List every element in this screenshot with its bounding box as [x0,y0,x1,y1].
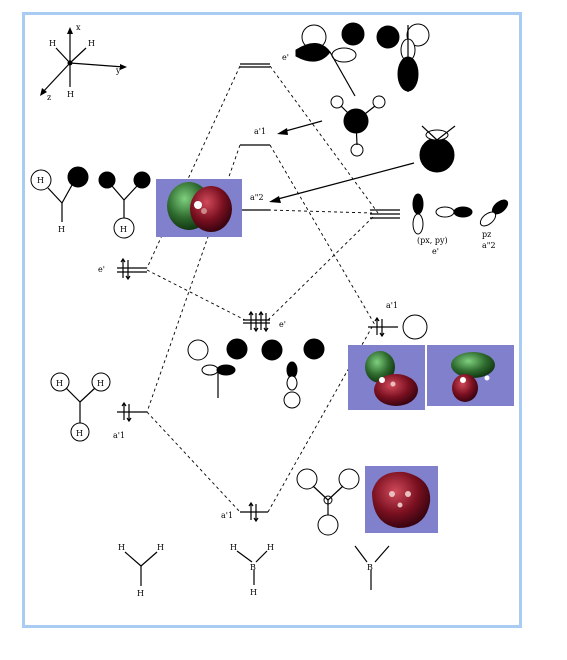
b-2s-orbital [402,314,428,340]
b-label-pxpy: (px, py) [417,236,448,245]
diagram-frame [22,12,522,628]
svg-text:H: H [230,543,237,552]
svg-text:B: B [367,563,373,572]
mo-level-a1-upper: a'1 [240,127,270,146]
h-sal-e-1: H H [30,166,89,234]
svg-text:H: H [267,543,274,552]
axis-label-z: z [47,93,51,102]
svg-text:H: H [250,588,257,597]
svg-text:H: H [137,589,144,598]
mo-level-a2: a"2 [240,193,270,211]
svg-text:H: H [76,429,83,438]
axis-label-y: y [115,66,121,75]
antibonding-e-orbital-1 [295,22,365,97]
molecule-b-fragment: B [354,545,390,590]
axis-h-2: H [88,39,95,48]
b-label-a2: a"2 [482,241,496,250]
axis-h-3: H [67,90,74,99]
axis-h-1: H [49,39,56,48]
svg-text:H: H [157,543,164,552]
svg-text:H: H [37,176,44,185]
mo-level-e-top: e' [240,53,289,68]
b-level-p [370,209,400,219]
axes-icon: x y z H H H [40,23,127,102]
b-level-s: a'1 [368,301,428,340]
mo-label-a2: a"2 [250,193,264,202]
h-sal-a1: H H H [50,372,111,442]
h-label-a1: a'1 [113,431,125,440]
b-px-orbital [412,193,424,235]
bonding-e-orbital-2 [261,338,325,409]
h-sal-e-2: H [98,171,151,239]
mo-level-a1-bonding: a'1 [221,501,268,523]
antibonding-e-orbital-2 [376,23,430,92]
b-pz-orbital [479,199,509,227]
svg-text:H: H [58,225,65,234]
mo-label-e-top: e' [282,53,289,62]
bonding-e-orbital-1 [187,338,248,398]
svg-text:H: H [56,379,63,388]
mo-label-a1-bonding: a'1 [221,511,233,520]
b-py-orbital [435,206,473,218]
b-label-e: e' [432,247,439,256]
render-a1-image [365,466,438,533]
arrow-a1-upper [277,120,323,135]
bonding-a1-orbital [296,468,360,536]
h-level-e: e' [98,257,147,281]
h-label-e: e' [98,265,105,274]
svg-text:B: B [250,563,256,572]
axis-label-x: x [76,23,81,32]
b-label-a1: a'1 [386,301,398,310]
arrow-a2 [269,162,415,203]
molecule-h3: H H H [118,543,164,598]
mo-label-a1-upper: a'1 [254,127,266,136]
svg-text:H: H [120,225,127,234]
mo-label-e-bonding: e' [279,320,286,329]
mo-level-e-bonding: e' [243,310,286,333]
svg-text:H: H [118,543,125,552]
render-e-image-2 [427,345,514,406]
nonbonding-a2-orbital [419,125,456,173]
render-a2-image [156,179,242,237]
h-level-a1: a'1 [113,401,147,440]
render-e-image-1 [348,345,425,410]
b-label-pz: pz [482,230,491,239]
molecule-bh3: H H B H [230,543,274,597]
svg-text:H: H [97,379,104,388]
antibonding-a1-orbital [330,95,386,157]
